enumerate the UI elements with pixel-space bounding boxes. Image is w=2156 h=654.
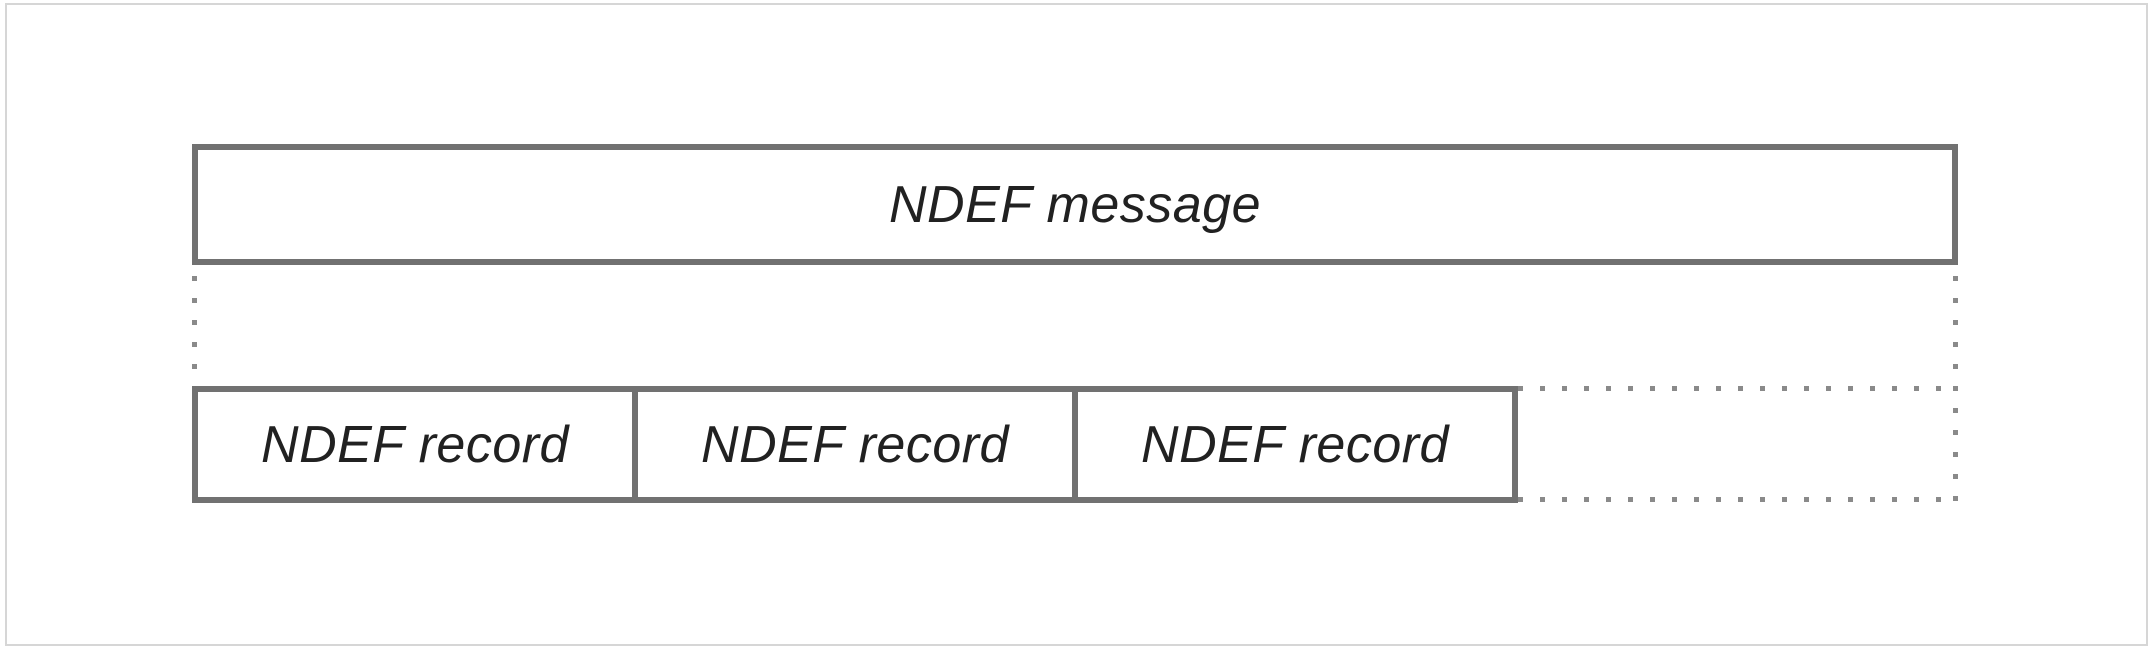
ndef-record-box: NDEF record xyxy=(632,386,1078,503)
ndef-record-label: NDEF record xyxy=(261,415,569,474)
ndef-record-box: NDEF record xyxy=(1072,386,1518,503)
ndef-record-row: NDEF record NDEF record NDEF record xyxy=(192,386,1518,503)
ndef-message-box: NDEF message xyxy=(192,144,1958,265)
dotted-line-bottom-continuation xyxy=(1518,497,1958,502)
dotted-line-top-continuation xyxy=(1518,386,1958,391)
dotted-line-left xyxy=(192,276,197,382)
page-frame xyxy=(5,3,2148,646)
ndef-record-label: NDEF record xyxy=(1141,415,1449,474)
ndef-message-label: NDEF message xyxy=(888,175,1262,234)
ndef-record-box: NDEF record xyxy=(192,386,638,503)
ndef-record-label: NDEF record xyxy=(701,415,1009,474)
